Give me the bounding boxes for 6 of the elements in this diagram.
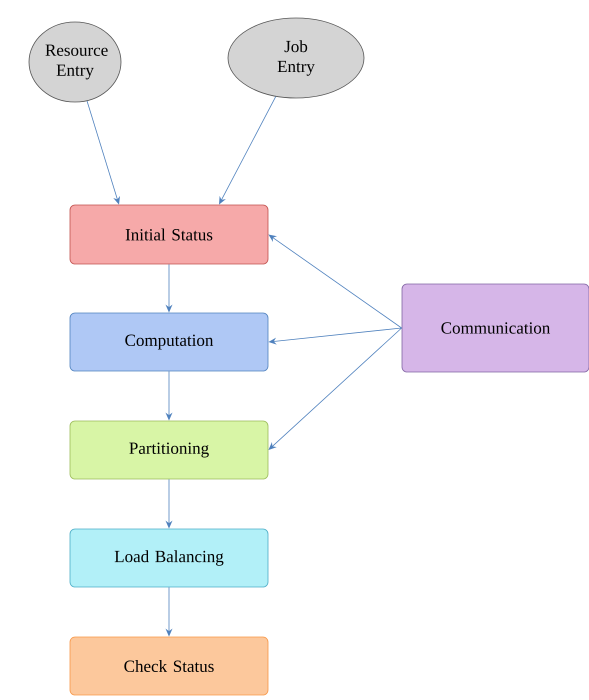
process-box: Computation (70, 312, 268, 372)
process-box: Load Balancing (70, 528, 268, 588)
status-box: Check Status (70, 636, 268, 696)
status-box: Initial Status (70, 204, 268, 264)
communication-box: Communication (402, 284, 589, 372)
process-box: Partitioning (70, 420, 268, 480)
